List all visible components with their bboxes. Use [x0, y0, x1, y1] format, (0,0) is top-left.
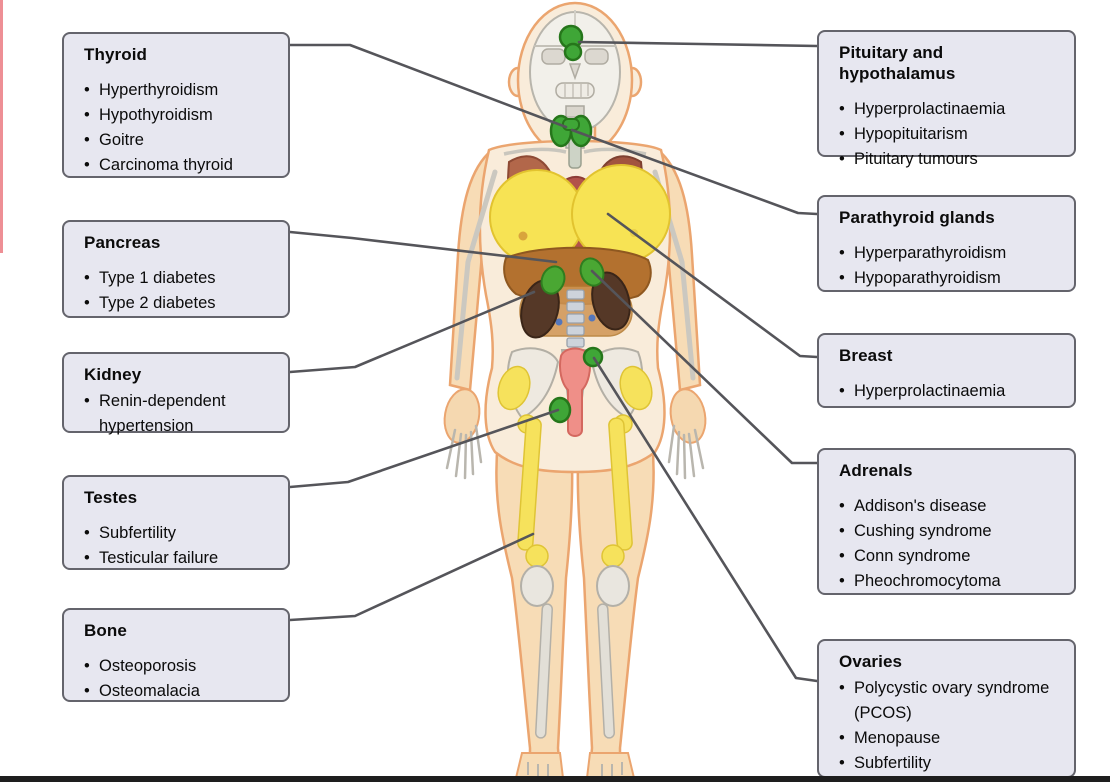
disease-item: •Hyperprolactinaemia — [839, 379, 1064, 404]
legs — [495, 438, 655, 774]
disease-item: •Pheochromocytoma — [839, 569, 1064, 594]
nasal-cavity — [568, 63, 582, 81]
disease-item: •Cushing syndrome — [839, 519, 1064, 544]
knee-and-leg-bones — [520, 565, 630, 777]
bullet-marker: • — [839, 100, 845, 118]
label-box-pancreas: Pancreas •Type 1 diabetes •Type 2 diabet… — [62, 220, 290, 318]
bullet-marker: • — [84, 269, 90, 287]
disease-item: •Osteoporosis — [84, 654, 278, 679]
disease-item: •Hyperparathyroidism — [839, 241, 1064, 266]
bottom-border-bar — [0, 776, 1110, 782]
connector-pancreas — [288, 230, 558, 264]
disease-item: •Renin-dependent hypertension — [84, 389, 278, 439]
bullet-marker: • — [839, 679, 845, 697]
disease-item: •Hypothyroidism — [84, 103, 278, 128]
disease-item: •Hyperthyroidism — [84, 78, 278, 103]
disease-item: •Subfertility — [839, 751, 1064, 776]
label-box-parathyroid: Parathyroid glands •Hyperparathyroidism … — [817, 195, 1076, 292]
bullet-marker: • — [839, 497, 845, 515]
label-box-testes: Testes •Subfertility •Testicular failure — [62, 475, 290, 570]
bullet-marker: • — [839, 754, 845, 772]
bullet-marker: • — [84, 524, 90, 542]
label-box-ovaries: Ovaries •Polycystic ovary syndrome (PCOS… — [817, 639, 1076, 778]
connector-adrenals — [590, 269, 819, 465]
connector-ovaries — [592, 356, 819, 683]
bullet-marker: • — [84, 81, 90, 99]
connector-pituitary — [577, 40, 819, 48]
disease-item: •Polycystic ovary syndrome (PCOS) — [839, 676, 1064, 726]
disease-item: •Menopause — [839, 726, 1064, 751]
disease-item: •Addison's disease — [839, 494, 1064, 519]
iliac-highlights — [497, 365, 653, 411]
pituitary-marker — [558, 24, 584, 62]
connector-parathyroid — [570, 128, 819, 216]
bullet-marker: • — [84, 131, 90, 149]
uterus — [558, 347, 592, 437]
disease-item: •Carcinoma thyroid — [84, 153, 278, 178]
disease-item: •Conn syndrome — [839, 544, 1064, 569]
feet — [514, 752, 636, 779]
box-title: Bone — [84, 621, 127, 640]
box-title: Pituitary and hypothalamus — [839, 43, 956, 83]
bullet-marker: • — [839, 572, 845, 590]
label-box-breast: Breast •Hyperprolactinaemia — [817, 333, 1076, 408]
connector-lines — [288, 40, 819, 683]
nipple-left — [518, 231, 528, 241]
disease-item: •Osteomalacia — [84, 679, 278, 704]
bullet-marker: • — [84, 156, 90, 174]
left-edge-accent — [0, 0, 3, 253]
disease-item: •Testicular failure — [84, 546, 278, 571]
bullet-marker: • — [84, 657, 90, 675]
bullet-marker: • — [839, 382, 845, 400]
box-title: Adrenals — [839, 461, 913, 480]
disease-item: •Subfertility — [84, 521, 278, 546]
eye-socket-right — [584, 48, 609, 65]
bullet-marker: • — [839, 125, 845, 143]
connector-testes — [288, 408, 560, 489]
bullet-marker: • — [84, 682, 90, 700]
box-title: Parathyroid glands — [839, 208, 995, 227]
breasts — [489, 164, 671, 265]
eye-socket-left — [541, 48, 566, 65]
ovary-marker — [582, 346, 604, 368]
bullet-marker: • — [839, 547, 845, 565]
disease-item: •Type 1 diabetes — [84, 266, 278, 291]
bullet-marker: • — [84, 392, 90, 410]
disease-item: •Hypoparathyroidism — [839, 266, 1064, 291]
lumbar-spine — [555, 289, 596, 348]
box-title: Pancreas — [84, 233, 161, 252]
testis-marker — [548, 396, 572, 424]
hands — [443, 388, 707, 444]
bullet-marker: • — [839, 522, 845, 540]
disease-item: •Type 2 diabetes — [84, 291, 278, 316]
bullet-marker: • — [84, 106, 90, 124]
label-box-bone: Bone •Osteoporosis •Osteomalacia — [62, 608, 290, 702]
box-title: Kidney — [84, 365, 142, 384]
bullet-marker: • — [839, 244, 845, 262]
bullet-marker: • — [839, 729, 845, 747]
box-title: Thyroid — [84, 45, 148, 64]
disease-item: •Pituitary tumours — [839, 147, 1064, 172]
box-title: Testes — [84, 488, 138, 507]
box-title: Ovaries — [839, 652, 903, 671]
label-box-thyroid: Thyroid •Hyperthyroidism •Hypothyroidism… — [62, 32, 290, 178]
label-box-pituitary: Pituitary and hypothalamus •Hyperprolact… — [817, 30, 1076, 168]
bullet-marker: • — [839, 150, 845, 168]
bullet-marker: • — [84, 294, 90, 312]
bullet-marker: • — [84, 549, 90, 567]
box-title: Breast — [839, 346, 893, 365]
label-box-kidney: Kidney •Renin-dependent hypertension — [62, 352, 290, 435]
connector-kidney — [288, 290, 536, 374]
connector-bone — [288, 532, 535, 622]
disease-item: •Hyperprolactinaemia — [839, 97, 1064, 122]
disease-item: •Goitre — [84, 128, 278, 153]
connector-thyroid — [288, 43, 568, 129]
kidneys — [520, 271, 631, 339]
bullet-marker: • — [839, 269, 845, 287]
label-box-adrenals: Adrenals •Addison's disease •Cushing syn… — [817, 448, 1076, 595]
connector-breast — [606, 212, 819, 359]
disease-item: •Hypopituitarism — [839, 122, 1064, 147]
